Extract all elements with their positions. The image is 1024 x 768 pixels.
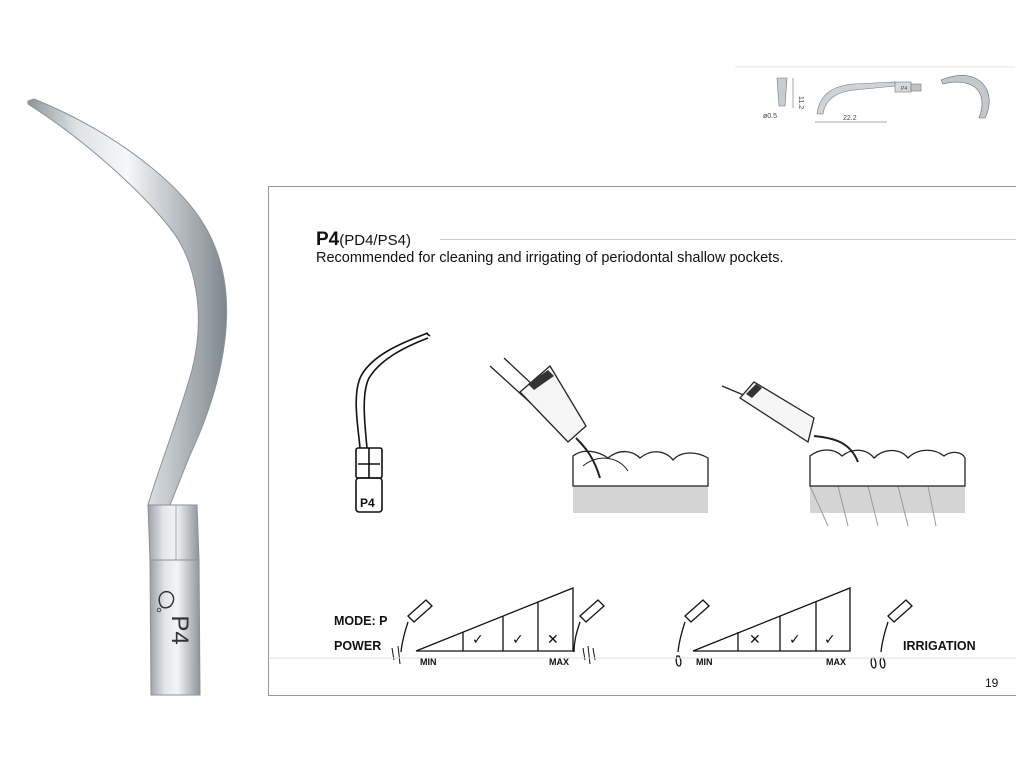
irrigation-level-marks: ✕ ✓ ✓ bbox=[749, 632, 836, 648]
tip-line-drawing bbox=[355, 332, 431, 513]
power-level-2: ✓ bbox=[512, 632, 524, 648]
dim-height-text: 11.2 bbox=[797, 96, 804, 109]
irrigation-level-2: ✓ bbox=[789, 632, 801, 648]
irrigation-label: IRRIGATION bbox=[903, 639, 976, 653]
power-ramp bbox=[391, 587, 605, 665]
tip-engraving: P4 bbox=[166, 615, 193, 644]
product-title: P4(PD4/PS4) bbox=[316, 229, 411, 251]
irrigation-min-label: MIN bbox=[696, 657, 713, 667]
illustration-side-teeth bbox=[721, 381, 966, 527]
product-description: Recommended for cleaning and irrigating … bbox=[316, 250, 784, 266]
drawing-tip-label: P4 bbox=[360, 496, 375, 510]
scaler-tip-photo: P4 bbox=[27, 98, 228, 696]
product-alias: (PD4/PS4) bbox=[339, 232, 411, 249]
illustration-front-teeth bbox=[489, 357, 709, 513]
dim-length-text: 22.2 bbox=[843, 115, 857, 122]
power-label: POWER bbox=[334, 639, 382, 653]
brand-logo-icon bbox=[156, 590, 175, 613]
title-divider bbox=[440, 239, 1016, 240]
irrigation-level-1: ✕ bbox=[749, 632, 761, 648]
power-max-label: MAX bbox=[549, 657, 569, 667]
dim-diameter-text: ø0.5 bbox=[763, 113, 777, 120]
product-code: P4 bbox=[316, 229, 340, 250]
usage-illustrations: P4 ✓ ✓ ✕ bbox=[270, 332, 1016, 669]
mode-label: MODE: P bbox=[334, 614, 388, 628]
power-min-label: MIN bbox=[420, 657, 437, 667]
irrigation-ramp bbox=[675, 587, 913, 669]
irrigation-level-3: ✓ bbox=[824, 632, 836, 648]
page-number: 19 bbox=[985, 676, 999, 690]
power-level-marks: ✓ ✓ ✕ bbox=[472, 632, 559, 648]
power-level-3: ✕ bbox=[547, 632, 559, 648]
product-card bbox=[268, 186, 1016, 696]
irrigation-max-label: MAX bbox=[826, 657, 846, 667]
dimension-diagram: 11.2 ø0.5 P4 22.2 bbox=[735, 66, 1015, 128]
power-level-1: ✓ bbox=[472, 632, 484, 648]
dim-tag-text: P4 bbox=[901, 86, 907, 92]
